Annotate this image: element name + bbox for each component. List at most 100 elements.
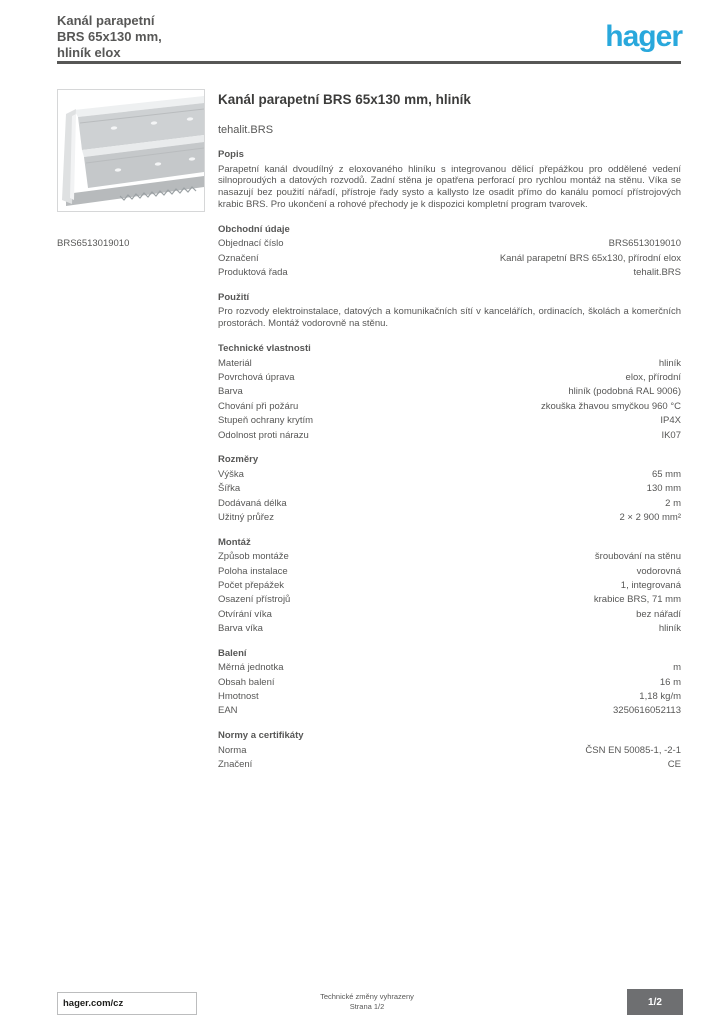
section-packaging: Balení Měrná jednotka m Obsah balení 16 … <box>218 648 681 717</box>
spec-row: Označení Kanál parapetní BRS 65x130, pří… <box>218 253 681 265</box>
spec-row: Poloha instalace vodorovná <box>218 566 681 578</box>
spec-label: Měrná jednotka <box>218 662 284 674</box>
spec-row: Značení CE <box>218 759 681 771</box>
spec-value: m <box>673 662 681 674</box>
spec-value: tehalit.BRS <box>633 267 681 279</box>
spec-row: Měrná jednotka m <box>218 662 681 674</box>
spec-value: 16 m <box>659 676 681 688</box>
spec-row: Otvírání víka bez nářadí <box>218 609 681 621</box>
spec-value: zkouška žhavou smyčkou 960 °C <box>540 400 681 412</box>
footer-site-link[interactable]: hager.com/cz <box>57 992 197 1015</box>
spec-label: Dodávaná délka <box>218 497 287 509</box>
document-title-line: BRS 65x130 mm, <box>57 28 162 44</box>
document-title-line: hliník elox <box>57 44 121 60</box>
spec-row: Způsob montáže šroubování na stěnu <box>218 551 681 563</box>
spec-value: 2 × 2 900 mm² <box>619 511 681 523</box>
spec-row: Odolnost proti nárazu IK07 <box>218 430 681 442</box>
spec-label: Stupeň ochrany krytím <box>218 415 314 427</box>
spec-label: Osazení přístrojů <box>218 594 291 606</box>
section-title: Použití <box>218 292 250 304</box>
trunking-image <box>62 96 205 206</box>
section-description: Popis Parapetní kanál dvoudílný z eloxov… <box>218 149 681 211</box>
spec-row: Objednací číslo BRS6513019010 <box>218 238 681 250</box>
spec-value: 65 mm <box>651 468 681 480</box>
spec-row: Stupeň ochrany krytím IP4X <box>218 415 681 427</box>
spec-label: Odolnost proti nárazu <box>218 429 309 441</box>
spec-value: Kanál parapetní BRS 65x130, přírodní elo… <box>499 252 681 264</box>
spec-row: Barva hliník (podobná RAL 9006) <box>218 386 681 398</box>
spec-row: Produktová řada tehalit.BRS <box>218 267 681 279</box>
spec-value: krabice BRS, 71 mm <box>593 594 681 606</box>
spec-label: Hmotnost <box>218 691 259 703</box>
spec-value: CE <box>667 759 681 771</box>
spec-row: Šířka 130 mm <box>218 483 681 495</box>
spec-label: Šířka <box>218 483 241 495</box>
spec-row: Dodávaná délka 2 m <box>218 498 681 510</box>
spec-label: Produktová řada <box>218 267 288 279</box>
spec-value: ČSN EN 50085-1, -2-1 <box>585 744 681 756</box>
section-standards: Normy a certifikáty Norma ČSN EN 50085-1… <box>218 730 681 771</box>
spec-label: Objednací číslo <box>218 238 284 250</box>
spec-label: Barva víka <box>218 623 263 635</box>
section-title: Montáž <box>218 536 251 548</box>
spec-label: Barva <box>218 386 243 398</box>
spec-value: hliník <box>658 357 681 369</box>
spec-row: Materiál hliník <box>218 358 681 370</box>
section-title: Normy a certifikáty <box>218 730 304 742</box>
spec-label: Výška <box>218 468 244 480</box>
section-application: Použití Pro rozvody elektroinstalace, da… <box>218 292 681 330</box>
spec-row: Chování při požáru zkouška žhavou smyčko… <box>218 401 681 413</box>
section-commercial: Obchodní údaje Objednací číslo BRS651301… <box>218 224 681 279</box>
spec-label: Označení <box>218 252 259 264</box>
spec-label: Norma <box>218 744 247 756</box>
product-image-frame <box>57 89 205 212</box>
section-title: Technické vlastnosti <box>218 343 311 355</box>
product-family: tehalit.BRS <box>218 124 274 137</box>
spec-label: Způsob montáže <box>218 551 289 563</box>
spec-row: Obsah balení 16 m <box>218 677 681 689</box>
footer-page-label: Strana 1/2 <box>349 1002 385 1012</box>
spec-value: 2 m <box>665 497 681 509</box>
spec-label: Chování při požáru <box>218 400 299 412</box>
spec-row: Norma ČSN EN 50085-1, -2-1 <box>218 745 681 757</box>
spec-value: elox, přírodní <box>625 372 681 383</box>
section-title: Obchodní údaje <box>218 224 290 236</box>
spec-row: Počet přepážek 1, integrovaná <box>218 580 681 592</box>
section-title: Popis <box>218 149 244 161</box>
document-title-line: Kanál parapetní <box>57 13 155 28</box>
spec-label: Materiál <box>218 357 252 369</box>
product-title: Kanál parapetní BRS 65x130 mm, hliník <box>218 92 471 107</box>
section-technical: Technické vlastnosti Materiál hliník Pov… <box>218 343 681 441</box>
spec-label: Počet přepážek <box>218 579 285 591</box>
hager-logo: hager <box>605 20 683 53</box>
spec-value: 1, integrovaná <box>620 579 681 591</box>
section-title: Balení <box>218 647 247 659</box>
spec-label: Otvírání víka <box>218 608 272 620</box>
section-dimensions: Rozměry Výška 65 mm Šířka 130 mm Dodávan… <box>218 454 681 523</box>
spec-value: šroubování na stěnu <box>594 551 681 563</box>
spec-value: 130 mm <box>646 483 681 495</box>
spec-row: Osazení přístrojů krabice BRS, 71 mm <box>218 594 681 606</box>
description-paragraph: Parapetní kanál dvoudílný z eloxovaného … <box>218 163 681 211</box>
page-number-badge: 1/2 <box>627 989 683 1015</box>
spec-value: IK07 <box>661 429 681 441</box>
spec-label: Povrchová úprava <box>218 372 295 383</box>
application-paragraph: Pro rozvody elektroinstalace, datových a… <box>218 306 681 330</box>
spec-value: 3250616052113 <box>613 705 681 717</box>
spec-value: BRS6513019010 <box>608 238 681 250</box>
spec-label: Užitný průřez <box>218 511 274 523</box>
spec-row: Užitný průřez 2 × 2 900 mm² <box>218 512 681 524</box>
spec-value: 1,18 kg/m <box>639 691 681 703</box>
spec-value: hliník <box>658 623 681 635</box>
document-title: Kanál parapetní BRS 65x130 mm, hliník el… <box>57 13 277 61</box>
spec-row: Povrchová úprava elox, přírodní <box>218 372 681 384</box>
spec-label: EAN <box>218 705 238 717</box>
spec-label: Obsah balení <box>218 676 275 688</box>
footer-note: Technické změny vyhrazeny <box>320 992 414 1001</box>
spec-row: EAN 3250616052113 <box>218 705 681 717</box>
spec-value: hliník (podobná RAL 9006) <box>568 386 681 398</box>
spec-row: Barva víka hliník <box>218 623 681 635</box>
footer-notes: Technické změny vyhrazeny Strana 1/2 <box>287 992 447 1012</box>
header-divider <box>57 61 681 64</box>
